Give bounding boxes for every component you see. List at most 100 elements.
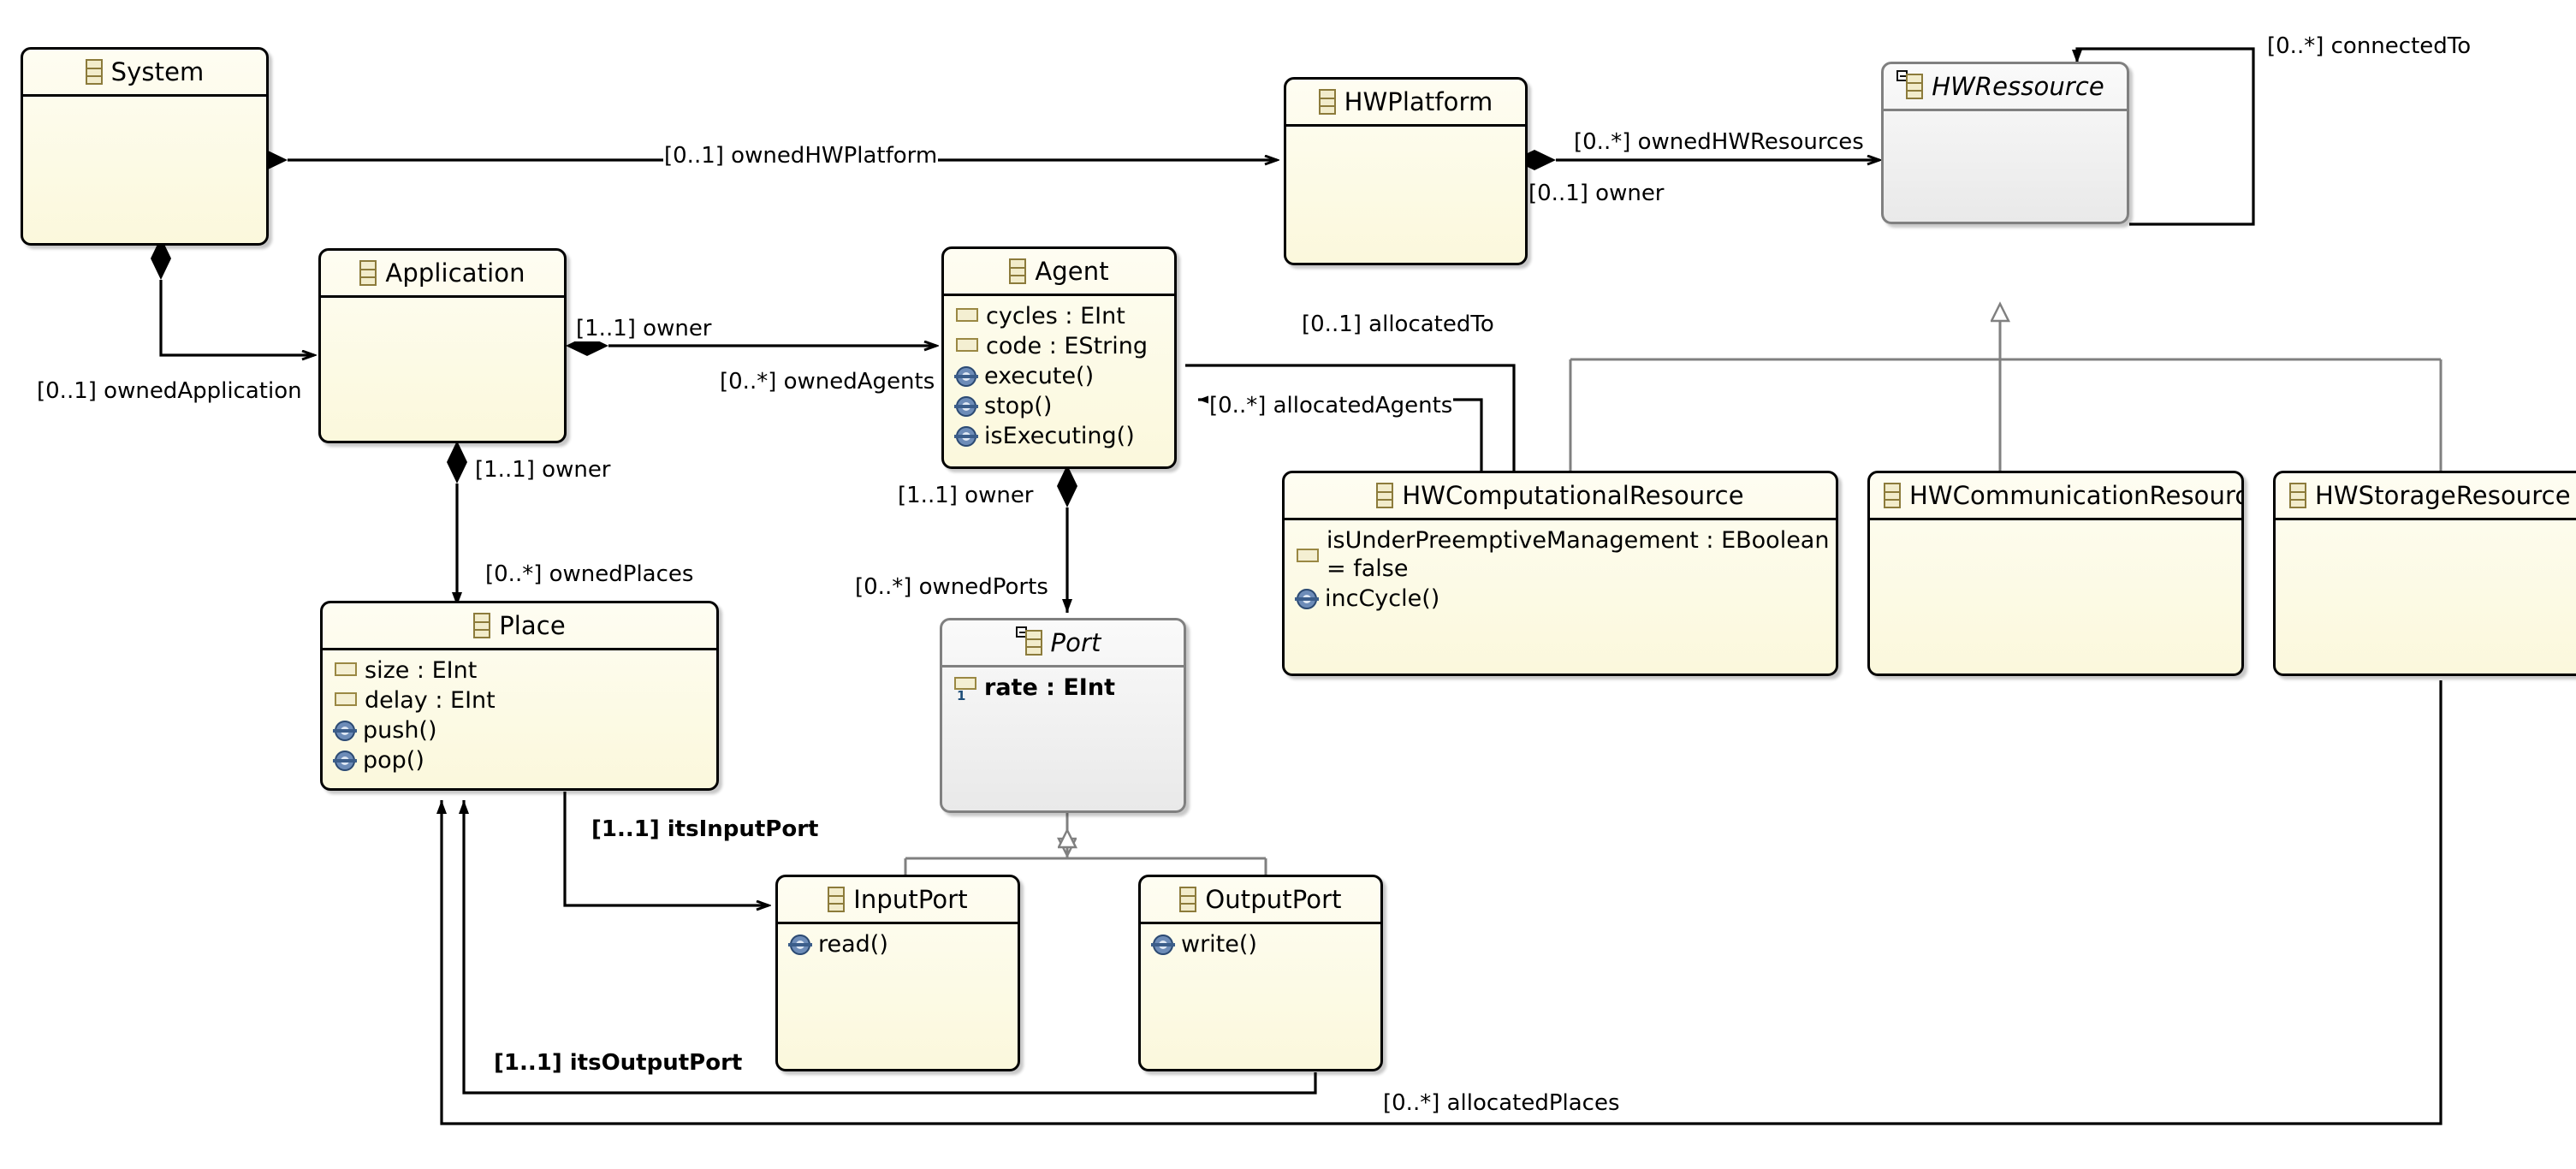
class-name: HWStorageResource xyxy=(2315,481,2571,510)
label-its-input-port: [1..1] itsInputPort xyxy=(591,816,820,842)
class-box-application[interactable]: Application xyxy=(318,248,567,443)
class-members xyxy=(1870,520,2241,526)
class-header: InputPort xyxy=(778,877,1018,924)
eclass-icon xyxy=(359,260,377,286)
class-members xyxy=(23,97,266,103)
operation-row: stop() xyxy=(944,392,1174,422)
label-owned-places: [0..*] ownedPlaces xyxy=(484,561,695,587)
label-place-owner: [1..1] owner xyxy=(474,457,612,483)
attribute-row: size : EInt xyxy=(323,656,716,686)
class-box-port[interactable]: Port 1 rate : EInt xyxy=(940,618,1186,813)
class-header: HWStorageResource xyxy=(2276,473,2576,520)
class-box-hwressource[interactable]: HWRessource xyxy=(1881,62,2129,224)
class-name: Agent xyxy=(1035,257,1109,286)
class-members xyxy=(1286,127,1525,133)
class-members: read() xyxy=(778,924,1018,960)
attribute-row: delay : EInt xyxy=(323,686,716,716)
attribute-row: 1 rate : EInt xyxy=(942,674,1184,703)
class-box-hwplatform[interactable]: HWPlatform xyxy=(1284,77,1528,265)
operation-icon xyxy=(954,425,978,447)
operation-icon xyxy=(788,935,812,955)
class-members: write() xyxy=(1141,924,1380,960)
eclass-icon xyxy=(1906,74,1924,99)
class-members: size : EInt delay : EInt push() pop() xyxy=(323,650,716,776)
class-name: Port xyxy=(1050,628,1101,657)
eclass-icon xyxy=(1024,630,1042,656)
class-members xyxy=(1884,111,2127,117)
eclass-icon xyxy=(1318,89,1336,115)
operation-row: write() xyxy=(1141,930,1380,960)
operation-icon xyxy=(1295,588,1319,609)
attribute-icon xyxy=(956,308,978,322)
label-allocated-to: [0..1] allocatedTo xyxy=(1301,312,1495,337)
class-name: HWPlatform xyxy=(1344,87,1493,116)
class-box-agent[interactable]: Agent cycles : EInt code : EString execu… xyxy=(941,246,1177,469)
label-owned-agents: [0..*] ownedAgents xyxy=(719,369,936,395)
operation-icon xyxy=(954,395,978,417)
class-name: System xyxy=(110,57,205,86)
eclass-icon xyxy=(1376,483,1394,508)
eclass-icon xyxy=(2289,483,2306,508)
edge-owned-places xyxy=(447,441,467,606)
class-box-inputport[interactable]: InputPort read() xyxy=(775,875,1020,1071)
class-box-system[interactable]: System xyxy=(21,47,269,246)
label-owned-hw-resources: [0..*] ownedHWResources xyxy=(1573,129,1865,155)
eclass-icon xyxy=(1884,483,1901,508)
label-hw-owner: [0..1] owner xyxy=(1528,181,1665,206)
class-members xyxy=(2276,520,2576,526)
label-its-output-port: [1..1] itsOutputPort xyxy=(493,1050,744,1076)
class-name: InputPort xyxy=(853,885,968,914)
class-name: Application xyxy=(385,258,525,288)
label-owned-application: [0..1] ownedApplication xyxy=(36,378,303,404)
label-application-owner: [1..1] owner xyxy=(575,316,713,341)
label-port-owner: [1..1] owner xyxy=(897,483,1035,508)
attribute-icon xyxy=(1297,548,1319,562)
eclass-abstract-icon xyxy=(1896,70,1924,99)
class-box-hwcommunicationresource[interactable]: HWCommunicationResource xyxy=(1867,471,2244,676)
attribute-text: isUnderPreemptiveManagement : EBoolean xyxy=(1327,527,1830,554)
edge-hwressource-generalization xyxy=(1569,304,2442,472)
eclass-abstract-icon xyxy=(1015,626,1042,656)
class-name: OutputPort xyxy=(1205,885,1342,914)
class-members: isUnderPreemptiveManagement : EBoolean =… xyxy=(1285,520,1836,614)
label-allocated-agents: [0..*] allocatedAgents xyxy=(1208,393,1454,418)
eclass-icon xyxy=(85,59,103,85)
class-members: 1 rate : EInt xyxy=(942,668,1184,703)
class-box-hwstorageresource[interactable]: HWStorageResource xyxy=(2273,471,2576,676)
class-box-outputport[interactable]: OutputPort write() xyxy=(1138,875,1383,1071)
class-header: OutputPort xyxy=(1141,877,1380,924)
class-box-hwcomputationalresource[interactable]: HWComputationalResource isUnderPreemptiv… xyxy=(1282,471,1838,676)
edge-owned-application xyxy=(151,237,314,355)
edge-its-input-port xyxy=(563,792,769,905)
label-allocated-places: [0..*] allocatedPlaces xyxy=(1382,1090,1621,1116)
class-name: Place xyxy=(499,611,566,640)
class-header: HWComputationalResource xyxy=(1285,473,1836,520)
operation-row: isExecuting() xyxy=(944,422,1174,452)
operation-row: read() xyxy=(778,930,1018,960)
class-name: HWRessource xyxy=(1932,72,2104,101)
attribute-icon xyxy=(335,662,357,676)
eclass-icon xyxy=(1179,887,1197,912)
class-box-place[interactable]: Place size : EInt delay : EInt push() po… xyxy=(320,601,719,791)
operation-icon xyxy=(1151,935,1175,955)
edge-owned-ports xyxy=(1057,465,1077,613)
operation-row: incCycle() xyxy=(1285,584,1836,614)
class-header: HWRessource xyxy=(1884,64,2127,111)
eclass-icon xyxy=(473,613,491,638)
operation-row: pop() xyxy=(323,746,716,776)
class-name: HWCommunicationResource xyxy=(1909,481,2244,510)
operation-icon xyxy=(954,365,978,387)
class-header: Port xyxy=(942,620,1184,668)
operation-icon xyxy=(333,750,357,771)
attribute-icon xyxy=(956,337,978,352)
attribute-icon xyxy=(335,691,357,706)
class-header: Place xyxy=(323,603,716,650)
attribute-single-icon: 1 xyxy=(954,677,976,703)
label-connected-to: [0..*] connectedTo xyxy=(2266,33,2472,59)
operation-icon xyxy=(333,720,357,741)
class-name: HWComputationalResource xyxy=(1402,481,1744,510)
attribute-default: = false xyxy=(1327,555,1409,582)
operation-row: execute() xyxy=(944,362,1174,392)
edge-port-generalization xyxy=(904,813,1267,881)
